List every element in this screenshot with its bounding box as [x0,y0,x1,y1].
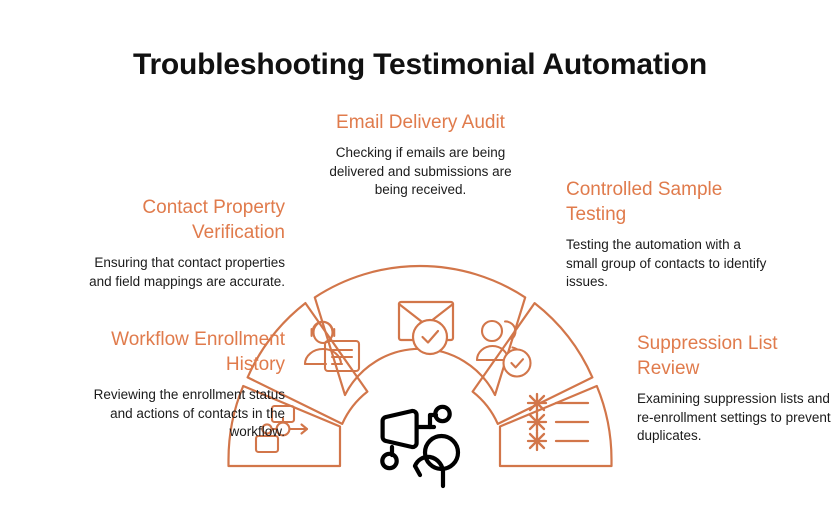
person-presenting-screen-icon [380,404,461,489]
fan-segment-suppression-list[interactable] [498,384,613,468]
label-workflow-enrollment-history: Workflow Enrollment History Reviewing th… [70,327,285,442]
label-desc-controlled-sample: Testing the automation with a small grou… [566,237,767,289]
label-controlled-sample-testing: Controlled Sample Testing Testing the au… [566,177,776,292]
asterisk-list-icon [526,392,590,452]
label-title-controlled-sample: Controlled Sample Testing [566,179,723,225]
label-desc-workflow-enrollment: Reviewing the enrollment status and acti… [93,387,285,439]
label-title-workflow-enrollment: Workflow Enrollment History [111,329,285,375]
label-title-contact-property: Contact Property Verification [142,197,285,243]
users-check-icon [475,319,532,378]
page-title: Troubleshooting Testimonial Automation [132,48,708,81]
label-desc-email-delivery: Checking if emails are being delivered a… [329,145,512,197]
label-title-suppression-list: Suppression List Review [637,333,778,379]
envelope-check-icon [397,300,455,356]
label-title-email-delivery: Email Delivery Audit [336,112,505,133]
fan-segment-controlled-sample[interactable] [471,302,594,425]
label-desc-suppression-list: Examining suppression lists and re-enrol… [637,391,831,443]
fan-segment-email-delivery[interactable] [313,264,527,397]
label-contact-property-verification: Contact Property Verification Ensuring t… [85,195,285,291]
contact-profile-card-icon [303,320,361,373]
label-email-delivery-audit: Email Delivery Audit Checking if emails … [318,110,523,200]
label-suppression-list-review: Suppression List Review Examining suppre… [637,331,840,446]
label-desc-contact-property: Ensuring that contact properties and fie… [89,255,285,289]
